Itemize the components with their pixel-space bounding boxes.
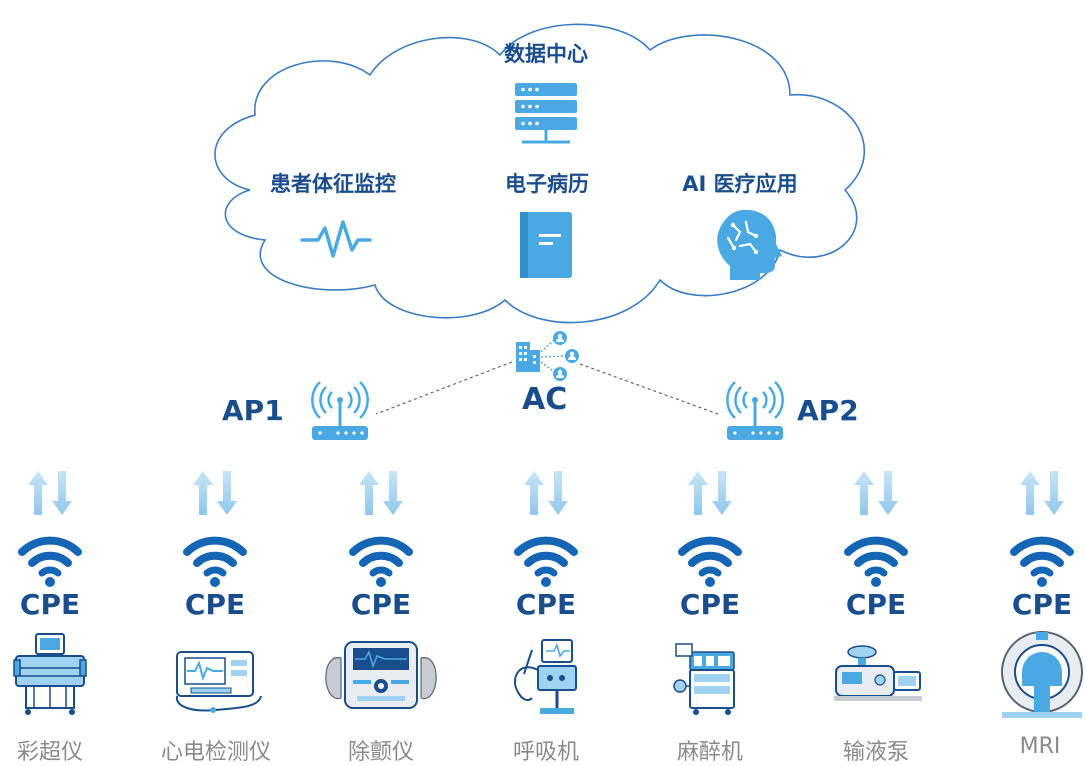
- mri-scanner-icon: [1001, 631, 1083, 718]
- wifi-icon: [518, 541, 574, 587]
- ai-head-icon: [717, 209, 782, 280]
- bidirectional-arrows-icon: [688, 471, 732, 515]
- ecg-monitor-icon: [175, 651, 262, 713]
- cpe-label: CPE: [350, 588, 412, 621]
- ap2-label: AP2: [797, 394, 859, 427]
- wifi-icon: [353, 541, 409, 587]
- bidirectional-arrows-icon: [1020, 471, 1064, 515]
- device-label-defibrillator: 除颤仪: [347, 740, 415, 765]
- anesthesia-machine-icon: [673, 643, 735, 715]
- ai-medical-title: AI 医疗应用: [682, 172, 798, 196]
- ultrasound-machine-icon: [13, 633, 87, 715]
- data-center-title: 数据中心: [504, 42, 588, 66]
- device-label-anesthesia: 麻醉机: [676, 740, 744, 765]
- bidirectional-arrows-icon: [28, 471, 72, 515]
- cpe-label: CPE: [845, 588, 907, 621]
- bidirectional-arrows-icon: [193, 471, 237, 515]
- ap1-router-icon: [310, 380, 370, 442]
- ventilator-icon: [513, 639, 577, 714]
- device-label-ventilator: 呼吸机: [512, 740, 580, 765]
- server-icon: [515, 83, 577, 144]
- wifi-icon: [1014, 541, 1070, 587]
- device-label-ultrasound: 彩超仪: [16, 740, 84, 765]
- emr-title: 电子病历: [505, 172, 589, 196]
- cpe-label: CPE: [19, 588, 81, 621]
- cloud-shape: [214, 23, 866, 324]
- medical-record-icon: [520, 212, 572, 278]
- bidirectional-arrows-icon: [359, 471, 403, 515]
- ap2-router-icon: [725, 380, 785, 442]
- patient-monitoring-title: 患者体征监控: [270, 172, 396, 196]
- device-label-mri: MRI: [1019, 734, 1061, 759]
- cpe-label: CPE: [1011, 588, 1073, 621]
- cpe-label: CPE: [679, 588, 741, 621]
- bidirectional-arrows-icon: [854, 471, 898, 515]
- infusion-pump-icon: [834, 645, 922, 701]
- device-label-infusion-pump: 输液泵: [842, 740, 910, 765]
- ac-ap2-link: [579, 363, 719, 415]
- wifi-icon: [22, 541, 78, 587]
- wifi-icon: [187, 541, 243, 587]
- ac-controller-icon: [516, 331, 579, 381]
- defibrillator-icon: [325, 641, 437, 709]
- pulse-icon: [300, 220, 372, 258]
- ac-ap1-link: [375, 361, 513, 415]
- cpe-label: CPE: [515, 588, 577, 621]
- wifi-icon: [848, 541, 904, 587]
- wifi-icon: [682, 541, 738, 587]
- device-label-ecg: 心电检测仪: [160, 740, 272, 765]
- ap1-label: AP1: [222, 394, 284, 427]
- ac-label: AC: [522, 382, 568, 417]
- bidirectional-arrows-icon: [524, 471, 568, 515]
- cpe-label: CPE: [184, 588, 246, 621]
